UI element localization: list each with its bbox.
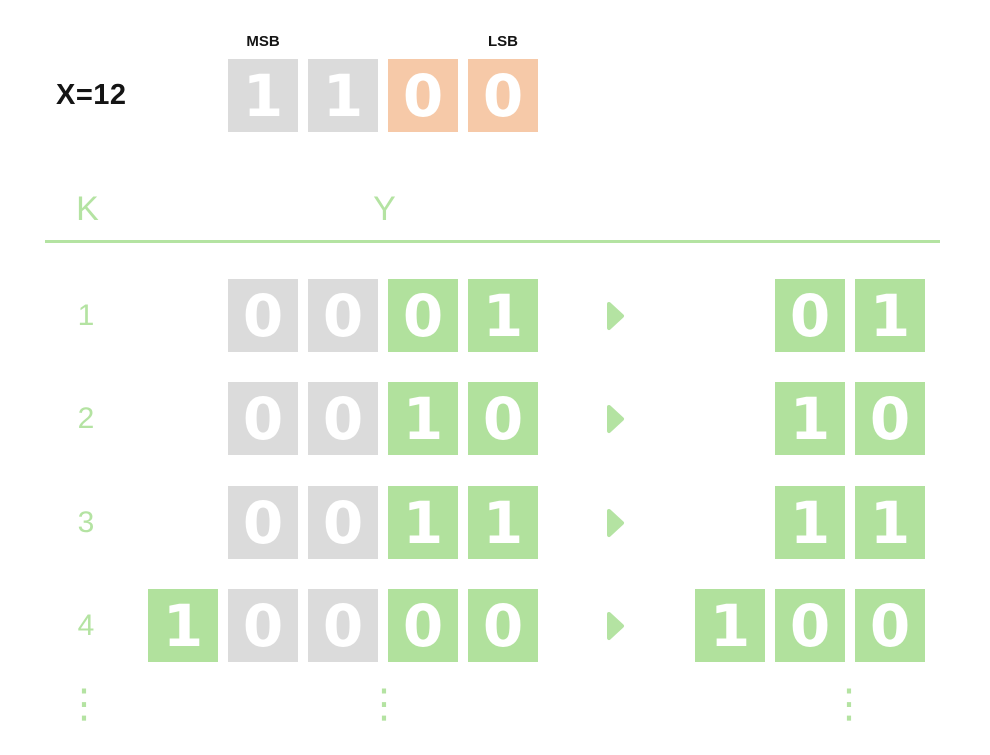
- table-row-k4: 4 1 0 0 0 0 1 0 0: [0, 589, 990, 662]
- bit-box: 0: [388, 589, 458, 662]
- bit-box: 1: [228, 59, 298, 132]
- k-number: 3: [77, 505, 95, 539]
- column-header-k: K: [76, 190, 100, 228]
- arrow-right-icon: [606, 589, 625, 662]
- msb-label: MSB: [246, 33, 280, 50]
- k-number: 1: [77, 298, 95, 332]
- bit-box: 1: [148, 589, 218, 662]
- bit-box: 0: [388, 59, 458, 132]
- bit-box: 1: [855, 486, 925, 559]
- arrow-right-icon: [606, 279, 625, 352]
- ellipsis-result-column: ⋮: [829, 681, 869, 727]
- table-row-k1: 1 0 0 0 1 0 1: [0, 279, 990, 352]
- bit-box: 0: [775, 279, 845, 352]
- bit-box: 1: [855, 279, 925, 352]
- bit-box: 0: [228, 486, 298, 559]
- arrow-right-icon: [606, 486, 625, 559]
- bit-box: 1: [468, 279, 538, 352]
- result-bits: 1 0 0: [695, 589, 925, 662]
- bit-box: 0: [308, 382, 378, 455]
- bit-box: 1: [388, 486, 458, 559]
- column-header-y: Y: [373, 190, 397, 228]
- result-bits: 1 1: [695, 486, 925, 559]
- bit-box: 1: [308, 59, 378, 132]
- table-row-k3: 3 0 0 1 1 1 1: [0, 486, 990, 559]
- bit-box: 0: [855, 589, 925, 662]
- lsb-label: LSB: [488, 33, 518, 50]
- bit-box: 0: [308, 279, 378, 352]
- k-number: 2: [77, 401, 95, 435]
- x-value-label: X=12: [56, 79, 127, 111]
- bit-box: 0: [468, 59, 538, 132]
- bit-box: 1: [388, 382, 458, 455]
- k-number: 4: [77, 608, 95, 642]
- bit-box: 0: [228, 589, 298, 662]
- bit-box: 1: [468, 486, 538, 559]
- ellipsis-k-column: ⋮: [64, 681, 104, 727]
- bit-box: 0: [228, 382, 298, 455]
- bit-box: 0: [308, 486, 378, 559]
- y-binary-bits: 0 0 0 1: [148, 279, 538, 352]
- bit-box: 1: [695, 589, 765, 662]
- ellipsis-y-column: ⋮: [364, 681, 404, 727]
- header-divider-line: [45, 240, 940, 243]
- bit-box: 0: [388, 279, 458, 352]
- y-binary-bits: 1 0 0 0 0: [148, 589, 538, 662]
- bit-box: 0: [775, 589, 845, 662]
- bit-box: 0: [468, 382, 538, 455]
- x-binary-bits: 1 1 0 0: [228, 59, 538, 132]
- bit-box: 0: [855, 382, 925, 455]
- table-row-k2: 2 0 0 1 0 1 0: [0, 382, 990, 455]
- bit-box: 1: [775, 382, 845, 455]
- arrow-right-icon: [606, 382, 625, 455]
- result-bits: 1 0: [695, 382, 925, 455]
- result-bits: 0 1: [695, 279, 925, 352]
- y-binary-bits: 0 0 1 1: [148, 486, 538, 559]
- bit-box: 0: [228, 279, 298, 352]
- bit-box: 0: [308, 589, 378, 662]
- bit-box: 1: [775, 486, 845, 559]
- bit-box: 0: [468, 589, 538, 662]
- y-binary-bits: 0 0 1 0: [148, 382, 538, 455]
